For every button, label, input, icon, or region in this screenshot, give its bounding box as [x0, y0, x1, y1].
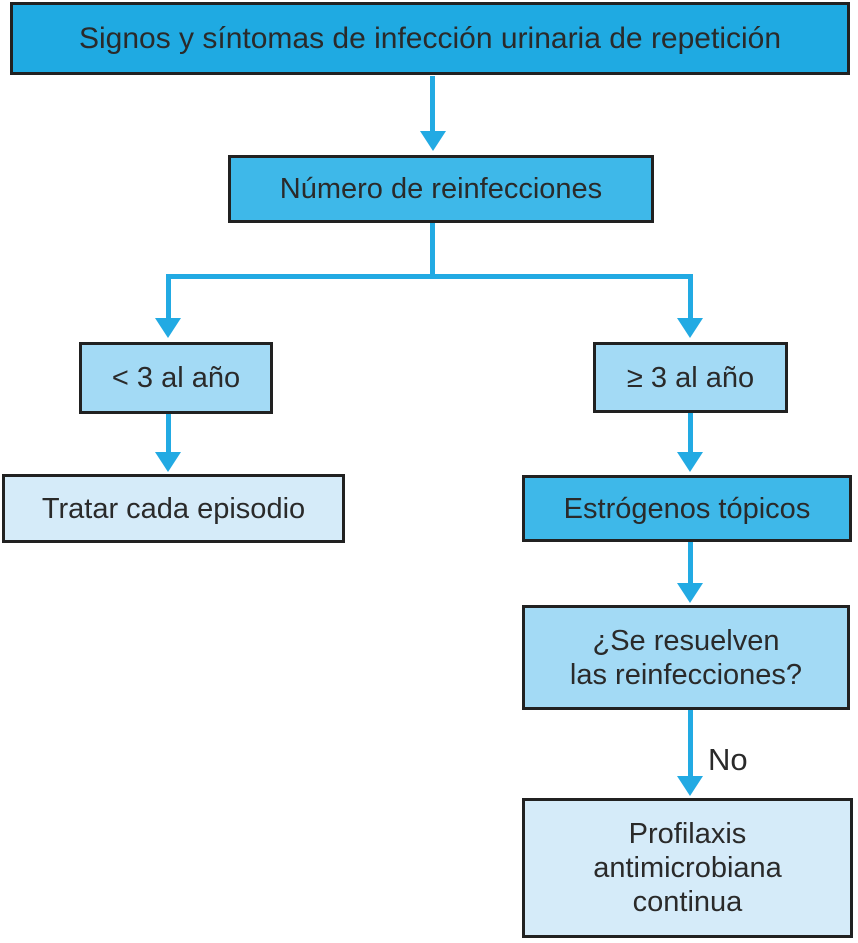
edge-branch-to-lt3	[166, 274, 171, 320]
edge-count-branch-stem	[430, 223, 435, 276]
node-label-line: las reinfecciones?	[569, 658, 803, 691]
node-label: Tratar cada episodio	[41, 492, 306, 525]
flowchart-node-se-resuelven: ¿Se resuelven las reinfecciones?	[522, 605, 850, 710]
flowchart-node-signos-sintomas: Signos y síntomas de infección urinaria …	[10, 2, 850, 75]
arrow-down-icon	[677, 776, 703, 796]
edge-ge3-to-estrogenos	[688, 413, 693, 454]
edge-branch-to-ge3	[688, 274, 693, 320]
arrow-down-icon	[420, 131, 446, 151]
flowchart-node-menos-de-3: < 3 al año	[79, 342, 273, 414]
edge-branch-horizontal	[166, 274, 693, 279]
node-label: ¿Se resuelven las reinfecciones?	[570, 624, 802, 692]
arrow-down-icon	[155, 452, 181, 472]
node-label: Signos y síntomas de infección urinaria …	[78, 21, 782, 55]
arrow-down-icon	[677, 452, 703, 472]
node-label-line: Profilaxis	[628, 818, 747, 850]
node-label: Número de reinfecciones	[279, 173, 603, 205]
flowchart-node-3-o-mas: ≥ 3 al año	[593, 342, 788, 413]
node-label: Estrógenos tópicos	[563, 492, 811, 525]
node-label-line: antimicrobiana	[593, 852, 782, 884]
edge-estrogenos-to-resuelven	[688, 542, 693, 585]
flowchart-node-tratar-episodio: Tratar cada episodio	[2, 474, 345, 543]
edge-start-to-count	[430, 76, 435, 132]
edge-label-no: No	[708, 742, 748, 777]
arrow-down-icon	[155, 318, 181, 338]
flowchart-node-profilaxis: Profilaxis antimicrobiana continua	[522, 798, 853, 938]
node-label: < 3 al año	[111, 362, 241, 394]
node-label: ≥ 3 al año	[626, 361, 755, 394]
node-label-line: ¿Se resuelven	[592, 624, 780, 657]
arrow-down-icon	[677, 583, 703, 603]
node-label-line: continua	[632, 886, 743, 918]
edge-resuelven-to-profilaxis	[688, 710, 693, 778]
flowchart-node-numero-reinfecciones: Número de reinfecciones	[228, 155, 654, 223]
flowchart-node-estrogenos-topicos: Estrógenos tópicos	[522, 475, 852, 542]
edge-lt3-to-tratar	[166, 414, 171, 454]
node-label: Profilaxis antimicrobiana continua	[593, 817, 782, 919]
arrow-down-icon	[677, 318, 703, 338]
